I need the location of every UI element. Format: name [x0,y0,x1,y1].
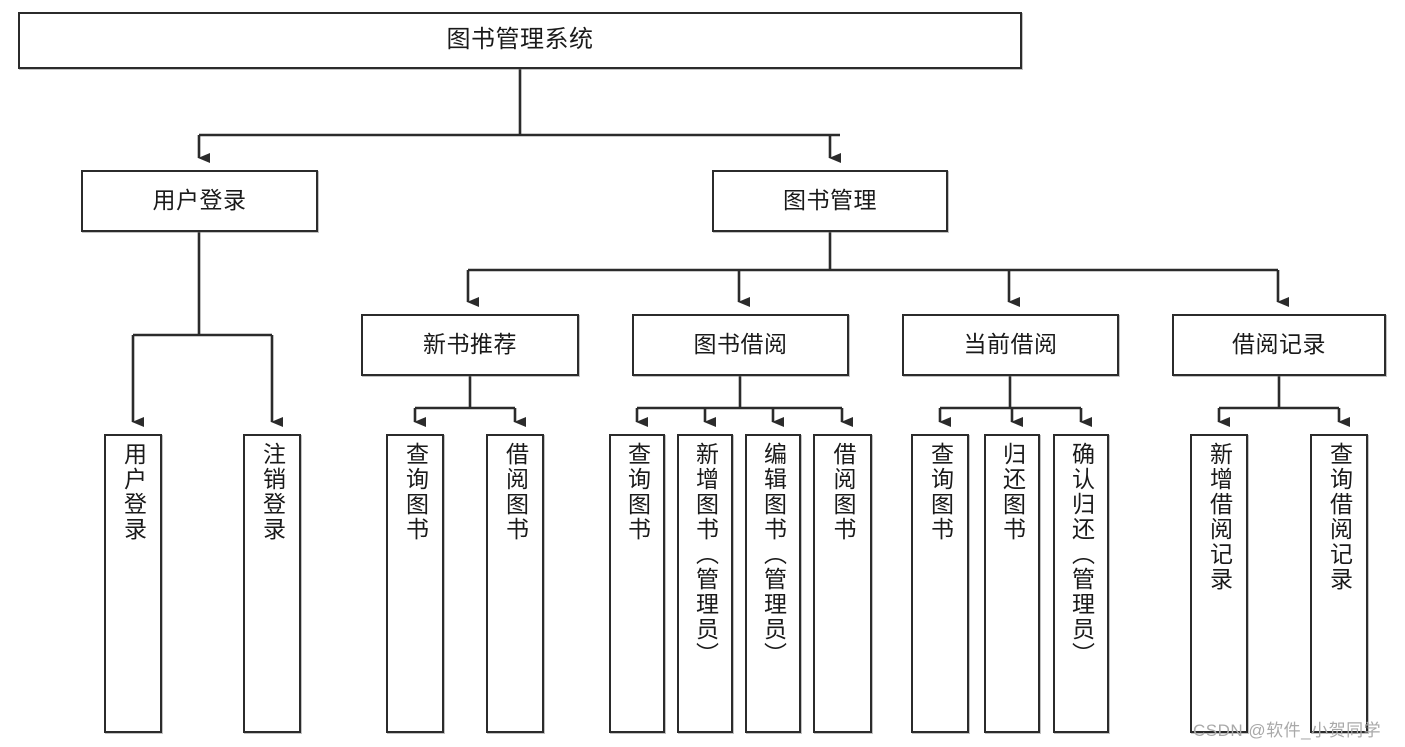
node-borrow-record-label: 借阅记录 [1232,331,1326,358]
node-book-manage-label: 图书管理 [783,187,877,214]
csdn-watermark: CSDN @软件_小贺同学 [1193,721,1382,740]
node-leaf-query-book-1-label: 查询图书 [402,442,429,542]
node-leaf-user-logout-label: 注销登录 [259,442,286,542]
node-leaf-borrow-book-1[interactable]: 借阅图书 [486,434,544,733]
node-leaf-return-book[interactable]: 归还图书 [984,434,1040,733]
node-current-borrow[interactable]: 当前借阅 [902,314,1119,376]
node-current-borrow-label: 当前借阅 [963,331,1058,358]
node-user-login[interactable]: 用户登录 [81,170,318,232]
node-new-book-rec-label: 新书推荐 [423,331,517,358]
node-leaf-add-record-label: 新增借阅记录 [1206,442,1233,592]
node-leaf-query-book-1[interactable]: 查询图书 [386,434,444,733]
node-leaf-add-record[interactable]: 新增借阅记录 [1190,434,1248,733]
node-leaf-confirm-return[interactable]: 确认归还（管理员） [1053,434,1109,733]
node-leaf-query-record-label: 查询借阅记录 [1326,442,1353,592]
node-leaf-add-book-label: 新增图书（管理员） [692,442,719,667]
node-leaf-edit-book-label: 编辑图书（管理员） [760,442,787,667]
node-book-manage[interactable]: 图书管理 [712,170,948,232]
node-book-borrow-label: 图书借阅 [693,331,788,358]
node-leaf-add-book[interactable]: 新增图书（管理员） [677,434,733,733]
node-root[interactable]: 图书管理系统 [18,12,1022,69]
node-leaf-borrow-book-1-label: 借阅图书 [502,442,529,542]
node-borrow-record[interactable]: 借阅记录 [1172,314,1386,376]
node-root-label: 图书管理系统 [446,26,594,54]
node-leaf-user-logout[interactable]: 注销登录 [243,434,301,733]
node-user-login-label: 用户登录 [152,187,247,214]
node-leaf-query-book-2-label: 查询图书 [624,442,651,542]
node-leaf-query-book-2[interactable]: 查询图书 [609,434,665,733]
node-new-book-rec[interactable]: 新书推荐 [361,314,579,376]
node-leaf-confirm-return-label: 确认归还（管理员） [1068,442,1095,667]
node-leaf-borrow-book-2-label: 借阅图书 [830,442,856,542]
node-leaf-edit-book[interactable]: 编辑图书（管理员） [745,434,801,733]
node-leaf-query-book-3-label: 查询图书 [927,442,954,542]
node-leaf-user-login[interactable]: 用户登录 [104,434,162,733]
node-book-borrow[interactable]: 图书借阅 [632,314,849,376]
node-leaf-query-record[interactable]: 查询借阅记录 [1310,434,1368,733]
node-leaf-borrow-book-2[interactable]: 借阅图书 [813,434,872,733]
node-leaf-return-book-label: 归还图书 [999,442,1026,542]
node-leaf-query-book-3[interactable]: 查询图书 [911,434,969,733]
node-leaf-user-login-label: 用户登录 [120,442,147,542]
